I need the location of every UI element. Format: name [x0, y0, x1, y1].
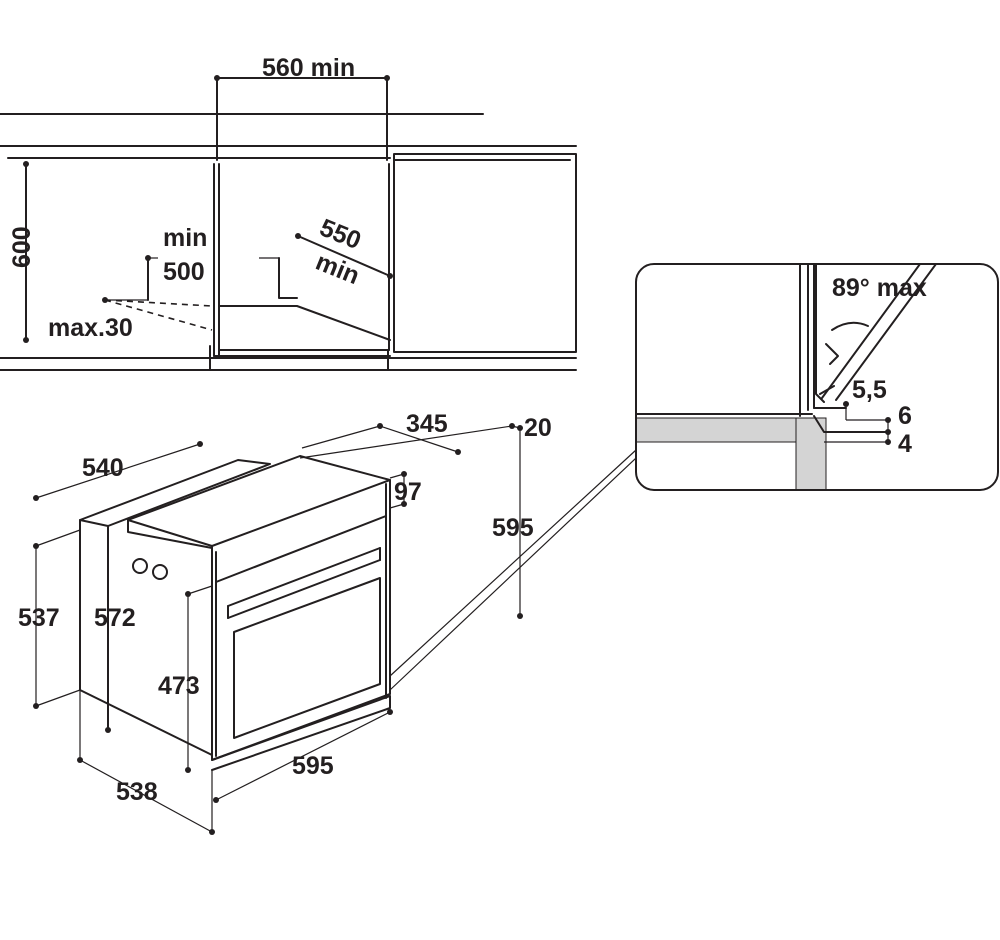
- vent-label-bottom: 500: [163, 258, 205, 286]
- cabinet-width-label: 560 min: [262, 54, 355, 82]
- oven-body-height-label: 537: [18, 604, 60, 632]
- detail-callout: [635, 263, 999, 491]
- cabinet-height-label: 600: [8, 226, 36, 268]
- oven-dimensions: [33, 423, 637, 835]
- detail-gap-c-label: 4: [898, 430, 912, 458]
- oven-body-width-label: 538: [116, 778, 158, 806]
- oven-total-depth-label: 540: [82, 454, 124, 482]
- cabinet-drawing: [0, 75, 577, 371]
- oven-front-height-label: 595: [492, 514, 534, 542]
- detail-angle-label: 89° max: [832, 274, 927, 302]
- detail-gap-b-label: 6: [898, 402, 912, 430]
- gap-label: max.30: [48, 314, 133, 342]
- oven-door-height-label: 473: [158, 672, 200, 700]
- vent-label-top: min: [163, 224, 207, 252]
- oven-front-width-label: 595: [292, 752, 334, 780]
- oven-control-label: 97: [394, 478, 422, 506]
- cabinet-depth-label-bottom: min: [312, 248, 364, 291]
- oven-door-depth-label: 345: [406, 410, 448, 438]
- oven-inner-height-label: 572: [94, 604, 136, 632]
- oven-frame-label: 20: [524, 414, 552, 442]
- detail-gap-a-label: 5,5: [852, 376, 887, 404]
